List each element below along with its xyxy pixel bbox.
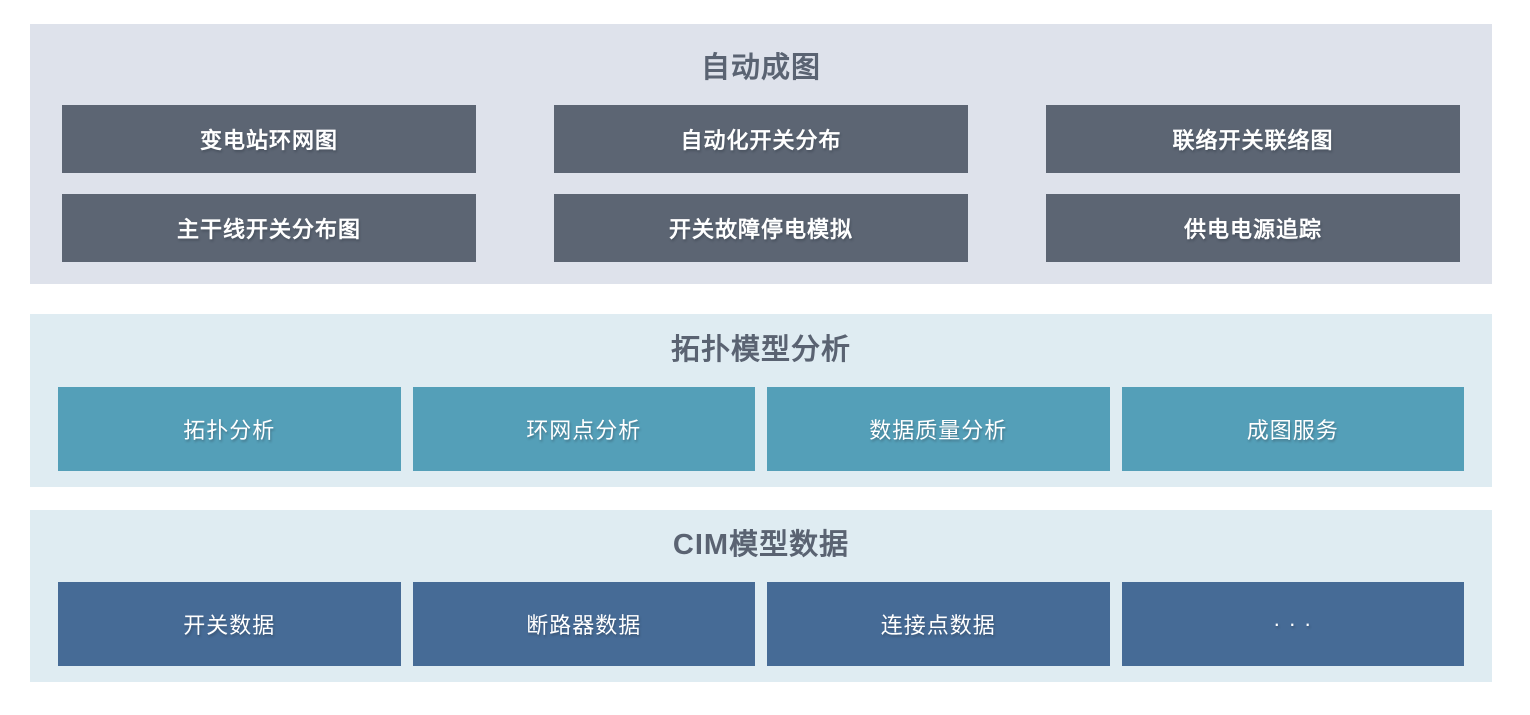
module-box-switch-fault-outage-simulation: 开关故障停电模拟: [554, 194, 968, 262]
module-box-diagram-service: 成图服务: [1121, 387, 1464, 471]
module-box-topology-analysis: 拓扑分析: [58, 387, 401, 471]
module-box-breaker-data: 断路器数据: [412, 582, 755, 666]
module-box-switch-data: 开关数据: [58, 582, 401, 666]
panel-topology-grid: 拓扑分析 环网点分析 数据质量分析 成图服务: [58, 387, 1464, 471]
module-box-connection-point-data: 连接点数据: [767, 582, 1110, 666]
panel-topology-title: 拓扑模型分析: [670, 334, 851, 366]
module-box-ellipsis-more-data: · · ·: [1121, 582, 1464, 666]
panel-cim-model-data: CIM模型数据 开关数据 断路器数据 连接点数据 · · ·: [30, 510, 1492, 682]
module-box-substation-ring-diagram: 变电站环网图: [62, 105, 476, 173]
module-box-ring-point-analysis: 环网点分析: [412, 387, 755, 471]
panel-auto-diagram: 自动成图 变电站环网图 自动化开关分布 联络开关联络图 主干线开关分布图 开关故…: [30, 24, 1492, 284]
module-box-tie-switch-connection-diagram: 联络开关联络图: [1046, 105, 1460, 173]
panel-auto-diagram-title: 自动成图: [700, 52, 821, 84]
panel-cim-title: CIM模型数据: [672, 529, 850, 561]
panel-auto-diagram-grid: 变电站环网图 自动化开关分布 联络开关联络图 主干线开关分布图 开关故障停电模拟…: [62, 105, 1460, 262]
module-box-automated-switch-distribution: 自动化开关分布: [554, 105, 968, 173]
module-box-data-quality-analysis: 数据质量分析: [767, 387, 1110, 471]
module-box-trunk-line-switch-distribution: 主干线开关分布图: [62, 194, 476, 262]
panel-cim-grid: 开关数据 断路器数据 连接点数据 · · ·: [58, 582, 1464, 666]
module-box-power-source-tracing: 供电电源追踪: [1046, 194, 1460, 262]
panel-topology-model-analysis: 拓扑模型分析 拓扑分析 环网点分析 数据质量分析 成图服务: [30, 314, 1492, 487]
